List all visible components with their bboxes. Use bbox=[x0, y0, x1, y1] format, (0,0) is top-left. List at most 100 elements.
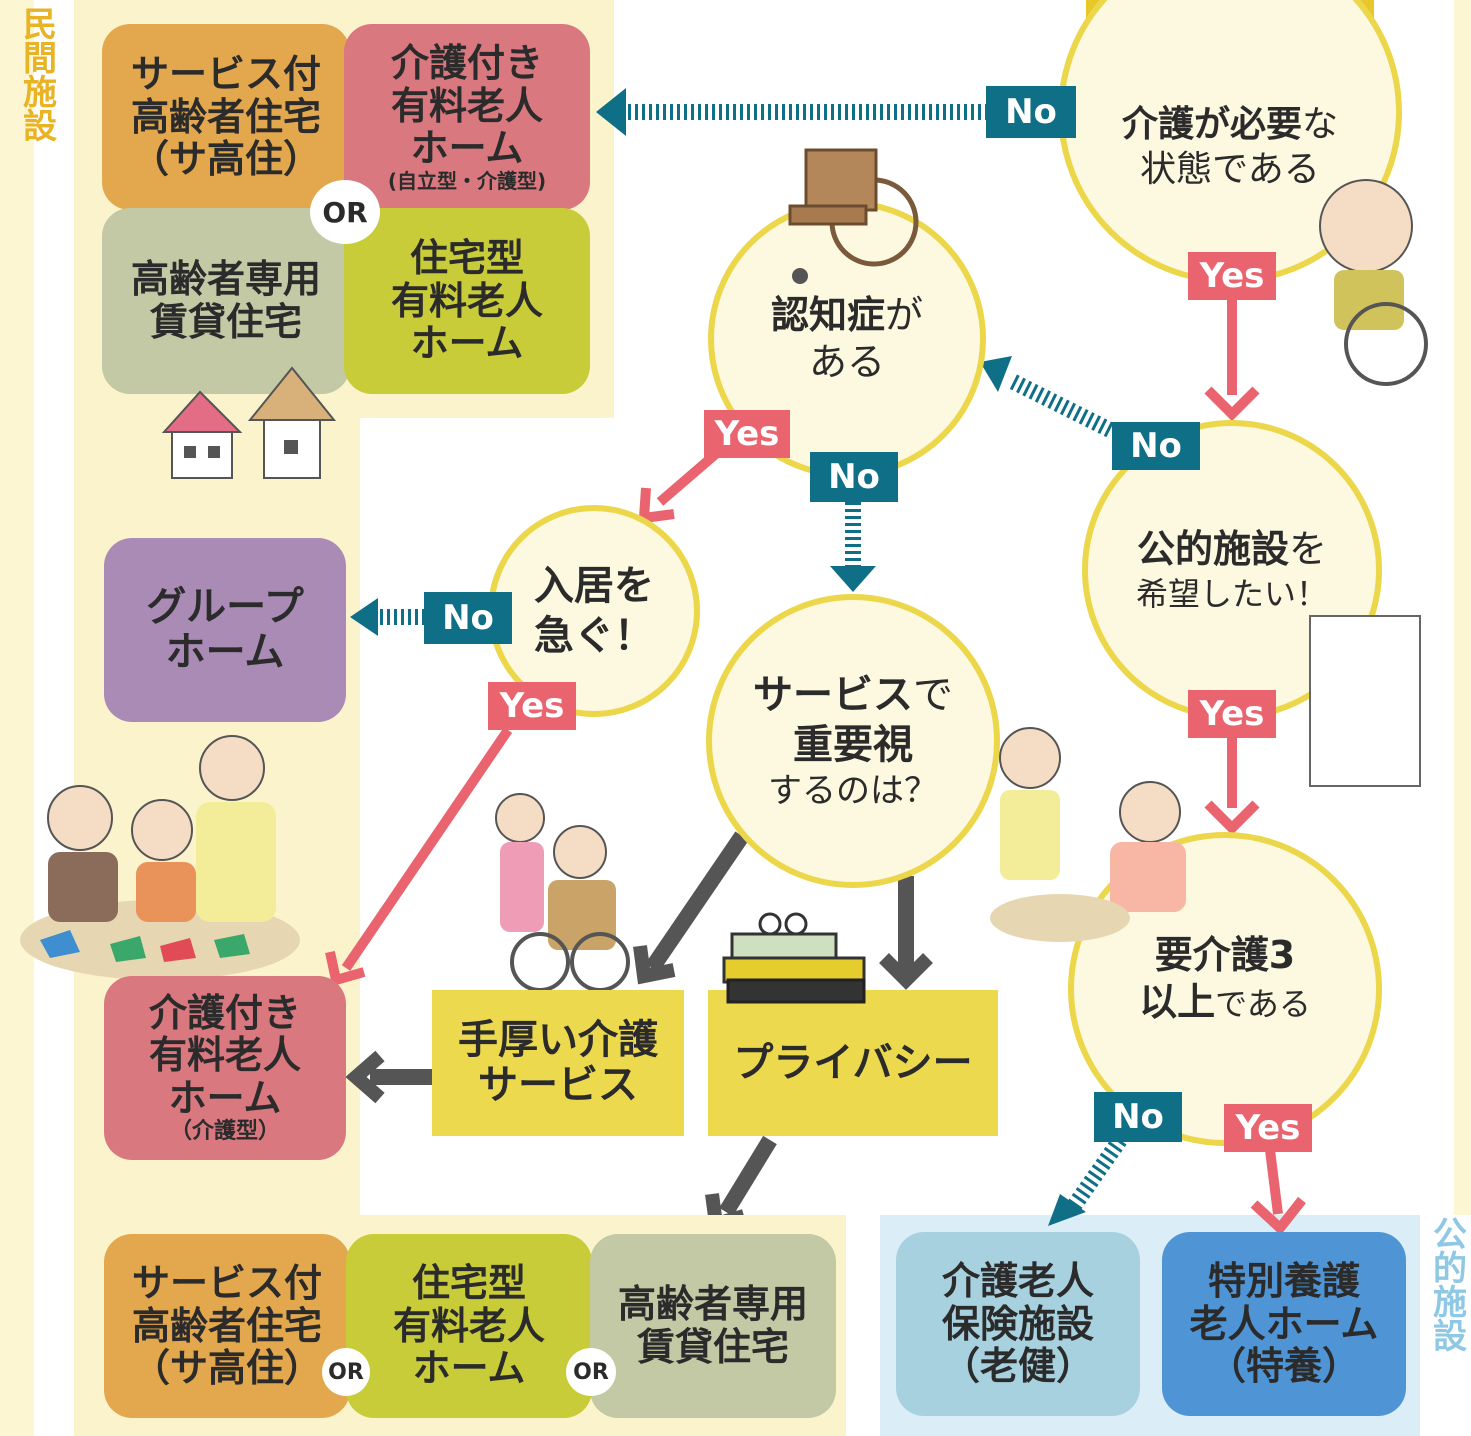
q-care3-bold2: 以上 bbox=[1139, 980, 1216, 1024]
q-service-rest: で bbox=[913, 671, 953, 718]
bottom-jutaku-l2: 有料老人 bbox=[392, 1303, 545, 1348]
bottom-sakoju-l2: 高齢者住宅 bbox=[131, 1303, 322, 1348]
tokuyo-l1: 特別養護 bbox=[1207, 1259, 1360, 1304]
group-home-l1: グループ bbox=[146, 584, 304, 631]
top-sakoju-l2: 高齢者住宅 bbox=[130, 94, 321, 139]
bottom-sakoju-l3: （サ高住） bbox=[131, 1346, 322, 1391]
arrowhead-care-yes bbox=[1204, 386, 1260, 422]
question-urgent: 入居を 急ぐ！ bbox=[488, 505, 700, 717]
mid-kaigo-l2: 有料老人 bbox=[148, 1033, 301, 1078]
arrow-privacy-bottom bbox=[719, 1135, 777, 1217]
mid-kaigo-l1: 介護付き bbox=[148, 990, 301, 1035]
q-care-line2: 状態である bbox=[1140, 149, 1320, 190]
top-jutaku-l3: ホーム bbox=[410, 321, 524, 366]
service-care-box: 手厚い介護 サービス bbox=[432, 990, 684, 1136]
q-public-line2: 希望したい！ bbox=[1135, 574, 1328, 613]
q-dementia-line2: ある bbox=[808, 340, 885, 384]
question-service: サービスで 重要視 するのは？ bbox=[706, 594, 1000, 888]
top-sakoju-box: サービス付 高齢者住宅 （サ高住） bbox=[102, 24, 350, 210]
tokuyo-l2: 老人ホーム bbox=[1189, 1301, 1379, 1346]
arrow-public-no bbox=[1006, 372, 1114, 438]
q-public-bold: 公的施設 bbox=[1136, 527, 1289, 572]
top-jutaku-l1: 住宅型 bbox=[409, 236, 524, 281]
bottom-jutaku-box: 住宅型 有料老人 ホーム bbox=[346, 1234, 592, 1418]
question-care-needed: 介護が必要な 状態である bbox=[1058, 0, 1402, 284]
yes-tag-dementia: Yes bbox=[704, 410, 790, 458]
no-tag-dementia: No bbox=[810, 452, 898, 502]
bottom-sakoju-l1: サービス付 bbox=[131, 1261, 322, 1306]
arrowhead-care-no bbox=[596, 88, 626, 136]
top-senyo-l1: 高齢者専用 bbox=[130, 257, 321, 302]
top-senyo-box: 高齢者専用 賃貸住宅 bbox=[102, 208, 350, 394]
top-senyo-l2: 賃貸住宅 bbox=[149, 300, 302, 344]
q-dementia-bold: 認知症 bbox=[770, 292, 885, 337]
left-strip bbox=[34, 0, 74, 1436]
arrow-service-care bbox=[645, 831, 749, 973]
bottom-gap bbox=[846, 1215, 880, 1436]
no-tag-care3: No bbox=[1094, 1092, 1182, 1142]
q-urgent-line2: 急ぐ！ bbox=[534, 613, 654, 659]
arrowhead-dementia-no bbox=[830, 566, 876, 592]
top-kaigo-box: 介護付き 有料老人 ホーム (自立型・介護型) bbox=[344, 24, 590, 210]
arrow-urgent-yes bbox=[341, 727, 513, 971]
service-privacy-label: プライバシー bbox=[733, 1039, 973, 1086]
left-margin bbox=[0, 0, 34, 1436]
service-privacy-box: プライバシー bbox=[708, 990, 998, 1136]
roken-box: 介護老人 保険施設 （老健） bbox=[896, 1232, 1140, 1416]
top-kaigo-l1: 介護付き bbox=[390, 40, 543, 85]
bottom-senyo-l2: 賃貸住宅 bbox=[636, 1325, 789, 1369]
arrowhead-urgent-no bbox=[350, 598, 378, 636]
top-sakoju-l3: （サ高住） bbox=[130, 137, 321, 182]
roken-l1: 介護老人 bbox=[941, 1259, 1094, 1304]
arrowhead-public-yes bbox=[1204, 800, 1260, 836]
tokuyo-box: 特別養護 老人ホーム （特養） bbox=[1162, 1232, 1406, 1416]
arrowhead-service-privacy bbox=[879, 953, 933, 990]
mid-kaigo-box: 介護付き 有料老人 ホーム （介護型） bbox=[104, 976, 346, 1160]
q-public-rest: を bbox=[1289, 527, 1328, 572]
q-dementia-rest: が bbox=[885, 292, 924, 337]
q-service-line2: 重要視 bbox=[793, 721, 913, 768]
or-badge-bottom-2: OR bbox=[566, 1348, 616, 1396]
no-tag-public: No bbox=[1112, 422, 1200, 470]
bottom-jutaku-l1: 住宅型 bbox=[411, 1261, 526, 1306]
top-kaigo-note: (自立型・介護型) bbox=[387, 168, 547, 193]
mid-kaigo-l3: ホーム bbox=[168, 1075, 282, 1120]
arrowhead-service-care bbox=[633, 945, 676, 985]
arrowhead-care3-yes bbox=[1250, 1196, 1306, 1236]
arrowhead-urgent-yes bbox=[325, 950, 366, 987]
top-kaigo-l3: ホーム bbox=[410, 126, 524, 171]
q-care-bold: 介護が必要 bbox=[1121, 104, 1302, 145]
bottom-sakoju-box: サービス付 高齢者住宅 （サ高住） bbox=[104, 1234, 350, 1418]
no-tag-care: No bbox=[986, 86, 1076, 138]
group-home-l2: ホーム bbox=[165, 629, 285, 675]
arrowhead-care-kaigo bbox=[345, 1050, 385, 1104]
top-jutaku-box: 住宅型 有料老人 ホーム bbox=[344, 208, 590, 394]
q-care-rest: な bbox=[1302, 104, 1339, 145]
roken-l3: （老健） bbox=[941, 1344, 1094, 1389]
no-tag-urgent: No bbox=[424, 592, 512, 644]
right-margin bbox=[1454, 0, 1471, 1215]
tokuyo-l3: （特養） bbox=[1207, 1344, 1360, 1389]
bottom-jutaku-l3: ホーム bbox=[412, 1346, 526, 1391]
bottom-senyo-l1: 高齢者専用 bbox=[617, 1282, 808, 1327]
top-kaigo-l2: 有料老人 bbox=[390, 83, 543, 128]
q-care3-line1: 要介護3 bbox=[1154, 932, 1296, 977]
q-service-line3: するのは？ bbox=[768, 770, 938, 811]
yes-tag-urgent: Yes bbox=[488, 682, 576, 730]
yes-tag-public: Yes bbox=[1188, 690, 1276, 738]
or-badge-top: OR bbox=[310, 180, 380, 244]
public-side bbox=[1420, 1215, 1471, 1436]
q-care3-rest2: である bbox=[1215, 985, 1311, 1023]
yes-tag-care: Yes bbox=[1188, 252, 1276, 300]
arrow-care3-yes bbox=[1265, 1149, 1283, 1215]
private-label: 民間施設 bbox=[23, 5, 57, 147]
top-jutaku-l2: 有料老人 bbox=[390, 278, 543, 323]
top-sakoju-l1: サービス付 bbox=[130, 52, 321, 97]
arrow-dementia-yes bbox=[656, 448, 722, 506]
arrow-care3-no bbox=[1067, 1135, 1127, 1211]
public-label: 公的施設 bbox=[1433, 1215, 1467, 1357]
group-home-box: グループ ホーム bbox=[104, 538, 346, 722]
yes-tag-care3: Yes bbox=[1224, 1104, 1312, 1152]
